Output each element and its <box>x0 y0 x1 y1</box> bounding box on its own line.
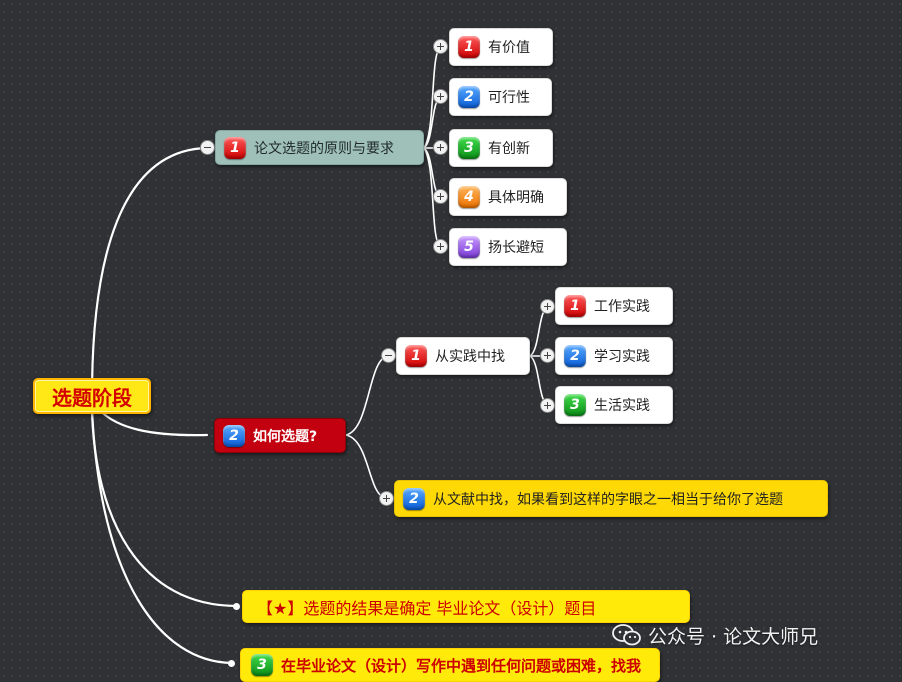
number-badge-icon: 1 <box>224 136 246 159</box>
tip-label: 【★】选题的结果是确定 毕业论文（设计）题目 <box>257 598 597 618</box>
connector-root-branch1 <box>90 146 209 398</box>
expand-toggle-life[interactable] <box>540 398 555 413</box>
tip-contact[interactable]: 3 在毕业论文（设计）写作中遇到任何问题或困难，找我 <box>240 648 660 682</box>
number-badge-icon: 5 <box>458 236 480 258</box>
node-feasibility[interactable]: 2 可行性 <box>449 78 552 116</box>
branch2-label: 如何选题? <box>253 428 318 445</box>
node-label: 工作实践 <box>594 299 650 315</box>
node-life-practice[interactable]: 3 生活实践 <box>555 386 673 424</box>
branch1-label: 论文选题的原则与要求 <box>254 140 394 157</box>
connector-branch2-sub1 <box>345 355 389 436</box>
connector-dot <box>233 603 240 610</box>
collapse-toggle-branch1[interactable] <box>200 140 215 155</box>
branch1-node[interactable]: 1 论文选题的原则与要求 <box>215 130 424 165</box>
root-node[interactable]: 选题阶段 <box>33 378 151 414</box>
number-badge-icon: 3 <box>564 394 586 416</box>
number-badge-icon: 1 <box>564 295 586 317</box>
number-badge-icon: 2 <box>458 86 480 108</box>
node-label: 从文献中找，如果看到这样的字眼之一相当于给你了选题 <box>433 491 783 508</box>
collapse-toggle-practice[interactable] <box>381 348 396 363</box>
wechat-icon <box>612 624 641 646</box>
expand-toggle-strengths[interactable] <box>433 239 448 254</box>
connector-root-tip2 <box>90 408 234 665</box>
node-label: 生活实践 <box>594 398 650 414</box>
connector-branch2-sub2 <box>345 434 387 499</box>
number-badge-icon: 2 <box>564 345 586 367</box>
number-badge-icon: 4 <box>458 186 480 208</box>
node-label: 有创新 <box>488 141 530 157</box>
watermark: 公众号 · 论文大师兄 <box>612 621 818 649</box>
expand-toggle-work[interactable] <box>540 299 555 314</box>
node-specific[interactable]: 4 具体明确 <box>449 178 567 216</box>
node-study-practice[interactable]: 2 学习实践 <box>555 337 673 375</box>
number-badge-icon: 2 <box>223 424 245 447</box>
expand-toggle-feasibility[interactable] <box>433 89 448 104</box>
expand-toggle-value[interactable] <box>433 39 448 54</box>
branch2-node[interactable]: 2 如何选题? <box>214 418 346 453</box>
node-value[interactable]: 1 有价值 <box>449 28 553 66</box>
expand-toggle-specific[interactable] <box>433 189 448 204</box>
node-find-in-practice[interactable]: 1 从实践中找 <box>396 337 530 375</box>
root-label: 选题阶段 <box>52 385 132 410</box>
expand-toggle-innovation[interactable] <box>433 140 448 155</box>
node-label: 学习实践 <box>594 349 650 365</box>
expand-toggle-study[interactable] <box>540 348 555 363</box>
number-badge-icon: 3 <box>251 654 273 676</box>
node-work-practice[interactable]: 1 工作实践 <box>555 287 673 325</box>
tip-result[interactable]: 【★】选题的结果是确定 毕业论文（设计）题目 <box>242 590 690 623</box>
node-innovation[interactable]: 3 有创新 <box>449 129 553 167</box>
number-badge-icon: 1 <box>405 345 427 367</box>
number-badge-icon: 2 <box>403 487 425 510</box>
node-label: 扬长避短 <box>488 240 544 256</box>
node-label: 可行性 <box>488 90 530 106</box>
watermark-label: 公众号 · 论文大师兄 <box>648 625 819 648</box>
node-label: 从实践中找 <box>435 349 505 365</box>
connector-dot <box>228 660 235 667</box>
number-badge-icon: 1 <box>458 36 480 58</box>
node-strengths[interactable]: 5 扬长避短 <box>449 228 567 266</box>
node-label: 有价值 <box>488 40 530 56</box>
tip-label: 在毕业论文（设计）写作中遇到任何问题或困难，找我 <box>281 656 642 675</box>
expand-toggle-literature[interactable] <box>379 491 394 506</box>
node-label: 具体明确 <box>488 190 544 206</box>
number-badge-icon: 3 <box>458 137 480 159</box>
node-find-in-literature[interactable]: 2 从文献中找，如果看到这样的字眼之一相当于给你了选题 <box>394 480 828 517</box>
